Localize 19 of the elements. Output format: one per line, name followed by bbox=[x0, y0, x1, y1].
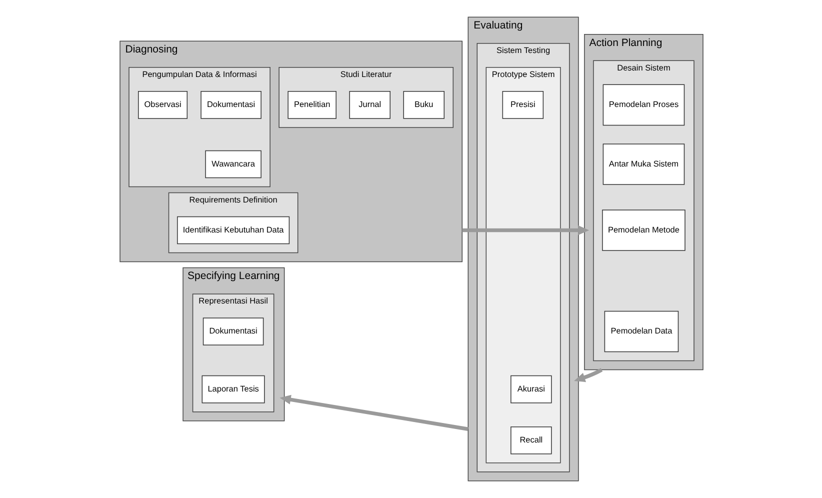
arrow bbox=[279, 394, 468, 431]
arrow bbox=[574, 368, 602, 382]
arrow bbox=[462, 225, 589, 236]
node-box: Pemodelan Data bbox=[604, 310, 678, 352]
node-box: Antar Muka Sistem bbox=[602, 144, 684, 185]
node-box: Recall bbox=[510, 426, 552, 454]
node-box: Dokumentasi bbox=[200, 91, 261, 119]
node-box: Laporan Tesis bbox=[201, 375, 264, 404]
node-box: Presisi bbox=[502, 91, 544, 119]
node-box: Pemodelan Proses bbox=[602, 84, 684, 126]
node-box: Buku bbox=[402, 91, 444, 119]
node-box: Observasi bbox=[138, 91, 188, 119]
node-box: Identifikasi Kebutuhan Data bbox=[176, 216, 290, 244]
node-box: Wawancara bbox=[204, 150, 261, 178]
node-box: Penelitian bbox=[287, 91, 336, 119]
node-box: Pemodelan Metode bbox=[602, 210, 685, 251]
node-box: Jurnal bbox=[348, 91, 390, 119]
node-box: Dokumentasi bbox=[202, 318, 264, 346]
node-box: Akurasi bbox=[510, 375, 552, 404]
